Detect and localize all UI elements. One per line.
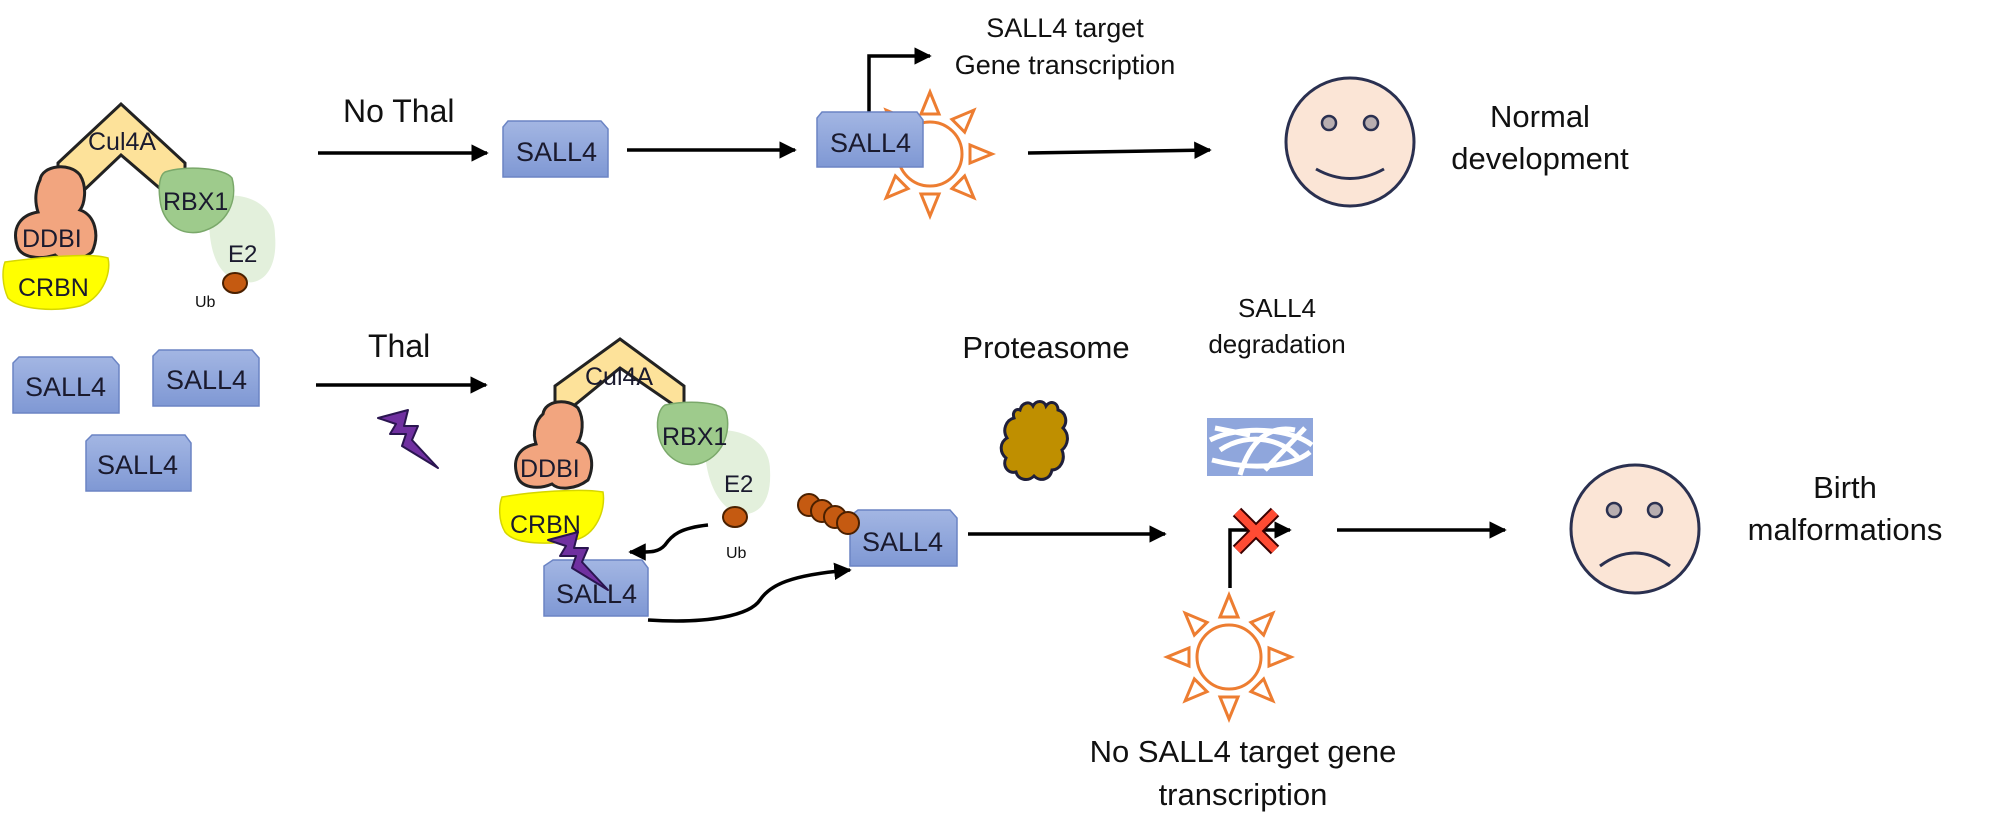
cul4a-label: Cul4A	[88, 128, 156, 156]
svg-text:SALL4: SALL4	[97, 450, 178, 480]
no-thal-label: No Thal	[343, 93, 454, 129]
outcome-normal: Normal	[1490, 99, 1590, 134]
transcription-label: Gene transcription	[955, 50, 1176, 80]
ubiquitinated-sall4: SALL4	[797, 493, 958, 567]
crbn-label: CRBN	[18, 274, 89, 302]
ddb1-shape	[514, 400, 594, 490]
degraded-sall4-icon	[1207, 418, 1314, 476]
free-sall4-group: SALL4 SALL4 SALL4	[12, 349, 260, 492]
cul4a-label: Cul4A	[585, 363, 653, 391]
e2-shape	[209, 195, 276, 283]
transcription-label: SALL4 target	[986, 13, 1144, 43]
sall4-protein: SALL4	[12, 356, 120, 414]
ub-label: Ub	[195, 294, 216, 311]
svg-text:SALL4: SALL4	[862, 527, 943, 557]
outcome-malformations: Birth	[1813, 470, 1877, 505]
no-transcription-label: transcription	[1159, 777, 1328, 812]
rbx1-shape	[656, 401, 729, 466]
sall4-protein: SALL4	[85, 434, 192, 492]
pathway-no-thal: No Thal SALL4 SALL4 SALL4 target Gene tr…	[318, 13, 1629, 218]
svg-text:SALL4: SALL4	[166, 365, 247, 395]
rbx1-label: RBX1	[662, 423, 727, 451]
proteasome-icon	[999, 400, 1069, 481]
e2-label: E2	[724, 471, 753, 498]
e2-label: E2	[228, 241, 257, 268]
transcription-start-arrow	[867, 47, 932, 113]
sall4-protein: SALL4	[152, 349, 260, 407]
sall4-protein-captured: SALL4	[543, 559, 649, 617]
sad-face-icon	[1569, 463, 1701, 595]
ddb1-label: DDBI	[22, 225, 82, 253]
blocked-transcription-arrow	[1228, 521, 1292, 588]
sall4-protein: SALL4	[502, 120, 609, 178]
degradation-label: degradation	[1208, 329, 1345, 359]
ubiquitin-chain-dot	[836, 511, 860, 535]
sall4-protein-bound: SALL4	[816, 111, 924, 168]
outcome-malformations: malformations	[1748, 512, 1943, 547]
thal-label: Thal	[368, 328, 430, 364]
svg-text:SALL4: SALL4	[25, 372, 106, 402]
happy-face-icon	[1284, 76, 1416, 208]
arrow	[1027, 141, 1212, 160]
block-x-icon	[1232, 507, 1280, 555]
rbx1-label: RBX1	[163, 188, 228, 216]
svg-text:SALL4: SALL4	[516, 137, 597, 167]
ub-label: Ub	[726, 545, 747, 562]
no-transcription-label: No SALL4 target gene	[1090, 734, 1397, 769]
rbx1-shape	[158, 167, 235, 234]
thalidomide-bolt-icon	[377, 409, 439, 469]
outcome-normal: development	[1451, 141, 1629, 176]
ubiquitin-transfer-arrow	[628, 523, 709, 561]
svg-text:SALL4: SALL4	[830, 128, 911, 158]
ubiquitin-dot	[722, 506, 748, 528]
degradation-label: SALL4	[1238, 293, 1316, 323]
ubiquitin-dot	[222, 272, 248, 294]
e3-ligase-complex-top: Cul4A E2 RBX1 DDBI CRBN Ub	[2, 101, 276, 311]
proteasome-label: Proteasome	[962, 330, 1129, 365]
pathway-thal: Thal Cul4A E2 RBX1 DDBI CRBN Ub SALL4	[316, 293, 1942, 812]
crbn-shape	[499, 489, 605, 544]
gene-sun-icon	[1165, 593, 1293, 721]
ubiquitinated-release-arrow	[647, 562, 852, 623]
ddb1-label: DDBI	[520, 455, 580, 483]
crbn-shape	[2, 254, 110, 311]
e3-ligase-complex-bottom: Cul4A E2 RBX1 DDBI CRBN Ub SALL4	[499, 337, 852, 623]
e2-shape	[704, 430, 771, 515]
